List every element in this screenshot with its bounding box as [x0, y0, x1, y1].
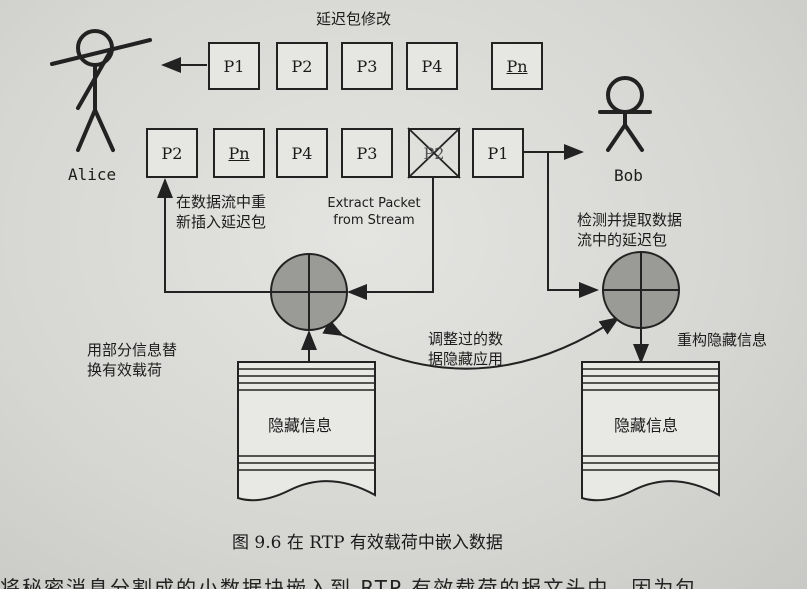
bottom-packet-1: P2: [146, 128, 198, 178]
detect-path: [547, 152, 599, 298]
adjusted-label-line-2: 据隐藏应用: [428, 350, 504, 368]
extract-label-line-1: Extract Packet: [327, 196, 421, 211]
body-text-cutoff: 将秘密消息分割成的小数据块嵌入到 RTP 有效载荷的报文头中，因为包: [0, 576, 698, 589]
detect-label-line-1: 检测并提取数据: [577, 211, 683, 229]
document-left-label: 隐藏信息: [268, 416, 333, 435]
reinsert-path: [157, 178, 271, 293]
top-packet-1: P1: [208, 42, 260, 90]
bob-label: Bob: [614, 166, 643, 185]
reconstruct-label: 重构隐藏信息: [677, 331, 768, 349]
bottom-packet-3: P4: [276, 128, 328, 178]
top-packet-4: P4: [406, 42, 458, 90]
diagram-title: 延迟包修改: [316, 10, 392, 28]
top-packet-2: P2: [276, 42, 328, 90]
bob-figure-icon: [598, 76, 652, 152]
reinsert-label-line-2: 新插入延迟包: [176, 213, 267, 231]
alice-figure-icon: [50, 29, 152, 152]
reinsert-label-line-1: 在数据流中重: [176, 193, 267, 211]
document-right-label: 隐藏信息: [614, 416, 679, 435]
top-packet-3: P3: [341, 42, 393, 90]
top-packet-n: Pn: [491, 42, 543, 90]
alice-label: Alice: [68, 165, 117, 184]
split-circle-right: [602, 251, 680, 329]
adjusted-label-line-1: 调整过的数: [428, 330, 504, 348]
bottom-packet-2: Pn: [213, 128, 265, 178]
adjusted-app-arc: [322, 316, 620, 370]
document-right-icon: [581, 361, 720, 502]
bottom-packet-extracted: P2: [408, 128, 460, 178]
detect-label-line-2: 流中的延迟包: [577, 231, 668, 249]
extract-label-line-2: from Stream: [333, 213, 415, 228]
document-left-icon: [237, 361, 376, 502]
figure-caption: 图 9.6 在 RTP 有效载荷中嵌入数据: [232, 533, 503, 553]
replace-label-line-1: 用部分信息替: [87, 341, 178, 359]
extracted-cross-icon: [407, 127, 461, 179]
merge-circle-left: [270, 253, 348, 331]
bottom-packet-4: P3: [341, 128, 393, 178]
replace-label-line-2: 换有效载荷: [87, 361, 163, 379]
extract-path: [347, 178, 434, 300]
bottom-packet-6: P1: [472, 128, 524, 178]
